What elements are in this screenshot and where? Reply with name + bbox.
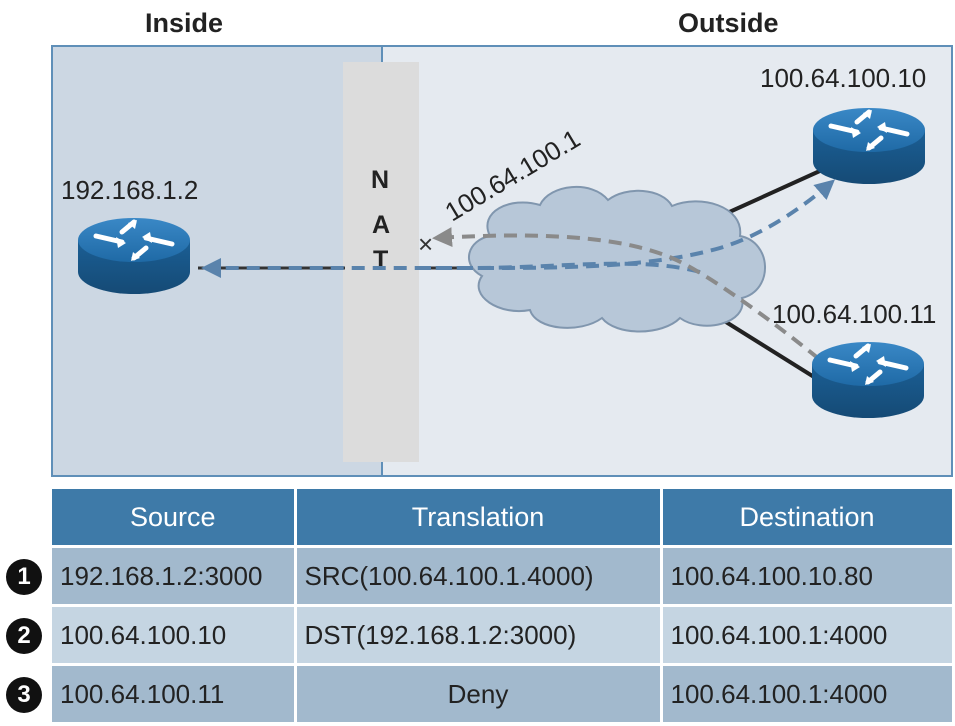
destination-cell: 100.64.100.10.80 [661,545,955,606]
router-icon [813,108,925,184]
step-badge-3: 3 [6,677,42,713]
step-badge-2: 2 [6,618,42,654]
inside-host-ip: 192.168.1.2 [61,175,198,205]
inside-label: Inside [145,8,224,38]
network-diagram: N A T × 192.168.1.2 100.64.100.10 100.64… [51,45,953,477]
source-cell: 100.64.100.11 [52,663,297,722]
source-cell: 100.64.100.10 [52,604,297,665]
table-row: 100.64.100.10 DST(192.168.1.2:3000) 100.… [52,604,955,665]
router-icon [812,342,924,418]
diagram-border [51,45,953,477]
destination-cell: 100.64.100.1:4000 [661,604,955,665]
flow-denied [432,227,837,374]
nat-letter-n: N [371,166,389,194]
link-router-10 [724,168,823,216]
nat-bar [343,62,419,462]
table-row: 192.168.1.2:3000 SRC(100.64.100.1.4000) … [52,545,955,606]
cloud-icon [468,186,766,333]
destination-cell: 100.64.100.1:4000 [661,663,955,722]
source-cell: 192.168.1.2:3000 [52,545,297,606]
translation-cell: DST(192.168.1.2:3000) [295,604,663,665]
link-router-11 [716,315,824,384]
outside-host-2-ip: 100.64.100.11 [772,299,936,329]
header-destination: Destination [661,489,955,547]
translation-cell: Deny [295,663,663,722]
translation-cell: SRC(100.64.100.1.4000) [295,545,663,606]
outside-label: Outside [678,8,779,38]
header-source: Source [52,489,297,547]
blocked-x-icon: × [418,229,433,259]
flow-return [201,258,701,278]
step-badge-1: 1 [6,559,42,595]
outside-host-1-ip: 100.64.100.10 [760,63,926,93]
table-row: 100.64.100.11 Deny 100.64.100.1:4000 [52,663,955,722]
router-icon [78,218,190,294]
header-translation: Translation [295,489,663,547]
table-header-row: Source Translation Destination [52,489,955,547]
nat-letter-a: A [372,211,390,239]
nat-translation-table: Source Translation Destination 192.168.1… [52,489,955,722]
